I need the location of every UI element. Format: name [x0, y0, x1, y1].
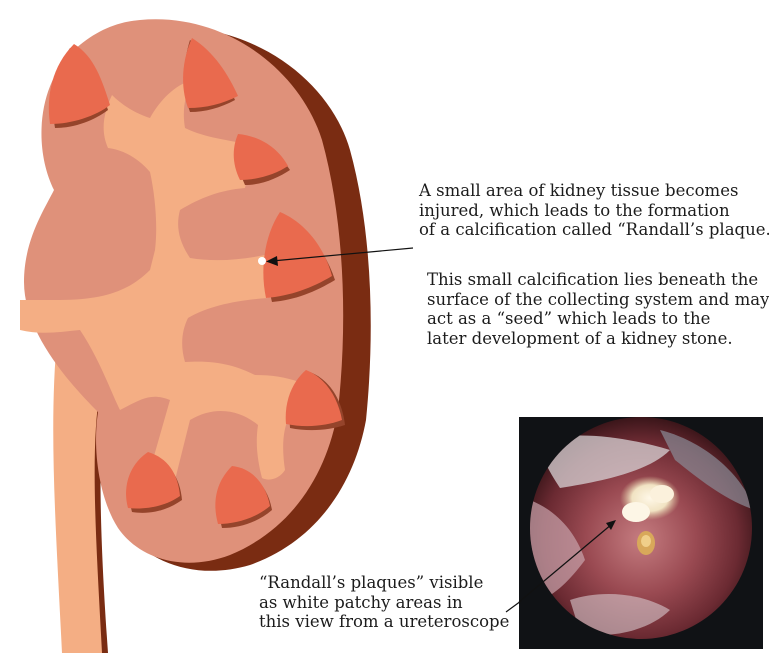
annotation-line: injured, which leads to the formation: [419, 201, 769, 221]
annotation-line: of a calcification called “Randall’s pla…: [419, 220, 769, 240]
seed-annotation: This small calcification lies beneath th…: [427, 270, 769, 348]
randalls-plaque-marker: [258, 257, 266, 265]
annotation-line: A small area of kidney tissue becomes: [419, 181, 769, 201]
annotation-line: surface of the collecting system and may: [427, 290, 769, 310]
annotation-line: “Randall’s plaques” visible: [259, 573, 509, 593]
plaque-formation-annotation: A small area of kidney tissue becomes in…: [419, 181, 769, 240]
annotation-line: as white patchy areas in: [259, 593, 509, 613]
ureteroscope-annotation: “Randall’s plaques” visible as white pat…: [259, 573, 509, 632]
annotation-line: later development of a kidney stone.: [427, 329, 769, 349]
annotation-line: act as a “seed” which leads to the: [427, 309, 769, 329]
annotation-line: this view from a ureteroscope: [259, 612, 509, 632]
ureteroscope-view: [519, 417, 763, 649]
annotation-line: This small calcification lies beneath th…: [427, 270, 769, 290]
